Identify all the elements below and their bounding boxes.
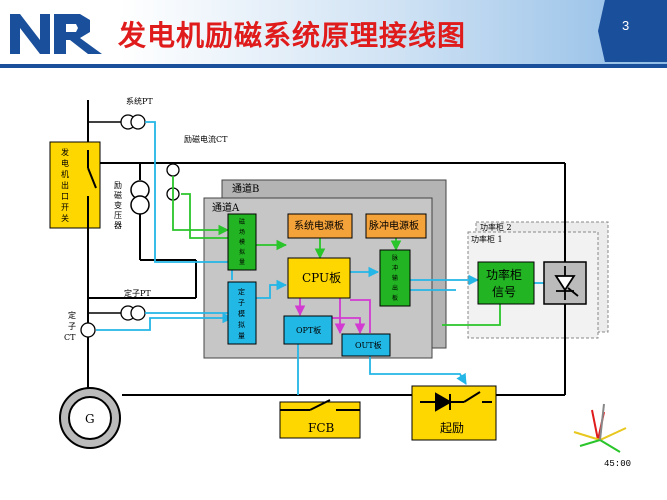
channel-b-label: 通道B [232,182,259,195]
excitation-transformer-icon [130,180,150,215]
stator-analog-box [227,281,257,345]
fcb-box [279,401,361,439]
svg-text:输: 输 [392,274,398,282]
svg-text:模: 模 [238,309,245,318]
svg-text:电: 电 [61,158,69,168]
svg-text:定: 定 [238,287,245,296]
svg-text:关: 关 [61,213,69,223]
pulse-power-label: 脉冲电源板 [369,219,419,232]
svg-text:拟: 拟 [239,248,245,256]
pulse-power-box [365,213,427,239]
svg-text:子: 子 [238,299,245,307]
system-power-label: 系统电源板 [294,219,344,232]
svg-text:口: 口 [61,192,69,201]
svg-text:器: 器 [114,221,122,230]
svg-text:机: 机 [61,169,69,179]
svg-text:CT: CT [64,333,76,342]
system-power-box [287,213,353,239]
svg-text:变: 变 [114,200,122,210]
svg-text:量: 量 [238,332,245,340]
excitation-ct-label: 励磁电流CT [184,134,228,144]
svg-text:发: 发 [61,147,69,157]
fcb-switch-icon [280,399,360,411]
svg-text:出: 出 [392,284,398,292]
stator-ct-icon [80,322,96,338]
power-signal-label-line1: 功率柜 [486,267,522,282]
channel-a-label: 通道A [212,201,240,214]
decorative-emblem-icon [573,403,627,453]
slide-title: 发电机励磁系统原理接线图 [118,19,467,52]
svg-text:场: 场 [239,228,245,236]
svg-text:压: 压 [114,211,122,220]
svg-text:拟: 拟 [238,320,245,329]
field-analog-label: 磁 场 模 拟 量 [239,218,245,266]
opt-box [283,315,333,345]
pulse-output-box [379,249,411,307]
svg-text:磁: 磁 [114,190,122,200]
svg-text:开: 开 [61,203,69,212]
cpu-box [287,257,351,299]
svg-text:出: 出 [61,180,69,190]
svg-text:励: 励 [114,181,122,190]
out-label: OUT板 [355,340,382,350]
fcb-label: FCB [308,421,335,435]
field-flash-box [411,385,497,441]
svg-text:磁: 磁 [239,218,245,226]
slide-header [0,0,667,68]
power-cabinet-1-label: 功率柜 1 [471,234,503,244]
svg-text:脉: 脉 [392,254,398,262]
svg-text:冲: 冲 [392,264,398,272]
thyristor-icon [554,266,579,300]
page-tab [598,0,667,62]
svg-text:量: 量 [239,259,245,266]
stator-ct-label: 定 子 CT [64,310,76,342]
system-pt-label: 系统PT [126,96,153,106]
svg-text:子: 子 [68,322,76,331]
field-analog-box [227,213,257,271]
generator-breaker-label: 发 电 机 出 口 开 关 [61,147,69,223]
svg-text:定: 定 [68,310,76,320]
power-signal-label-line2: 信号 [492,285,516,299]
generator-breaker-box [49,141,101,229]
nr-logo [10,14,102,54]
system-pt-icon [120,114,146,130]
svg-text:板: 板 [392,294,398,302]
field-flash-label: 起励 [440,421,464,435]
cpu-label: CPU板 [302,271,341,285]
opt-label: OPT板 [296,325,321,335]
stator-pt-icon [120,305,146,321]
generator-label: G [85,412,95,426]
stator-analog-label: 定 子 模 拟 量 [238,287,245,340]
excitation-transformer-label: 励 磁 变 压 器 [114,181,122,230]
power-signal-box [477,261,535,305]
header-underline [0,64,667,68]
svg-text:模: 模 [239,238,245,246]
page-number: 3 [622,18,630,33]
stator-pt-label: 定子PT [124,288,151,298]
pulse-output-label: 脉 冲 输 出 板 [392,254,398,302]
generator-icon [59,387,121,449]
field-flash-icon [420,391,492,412]
timer-readout: 45:00 [604,459,632,469]
out-box [341,333,391,357]
power-cabinet-2-label: 功率柜 2 [480,222,512,232]
